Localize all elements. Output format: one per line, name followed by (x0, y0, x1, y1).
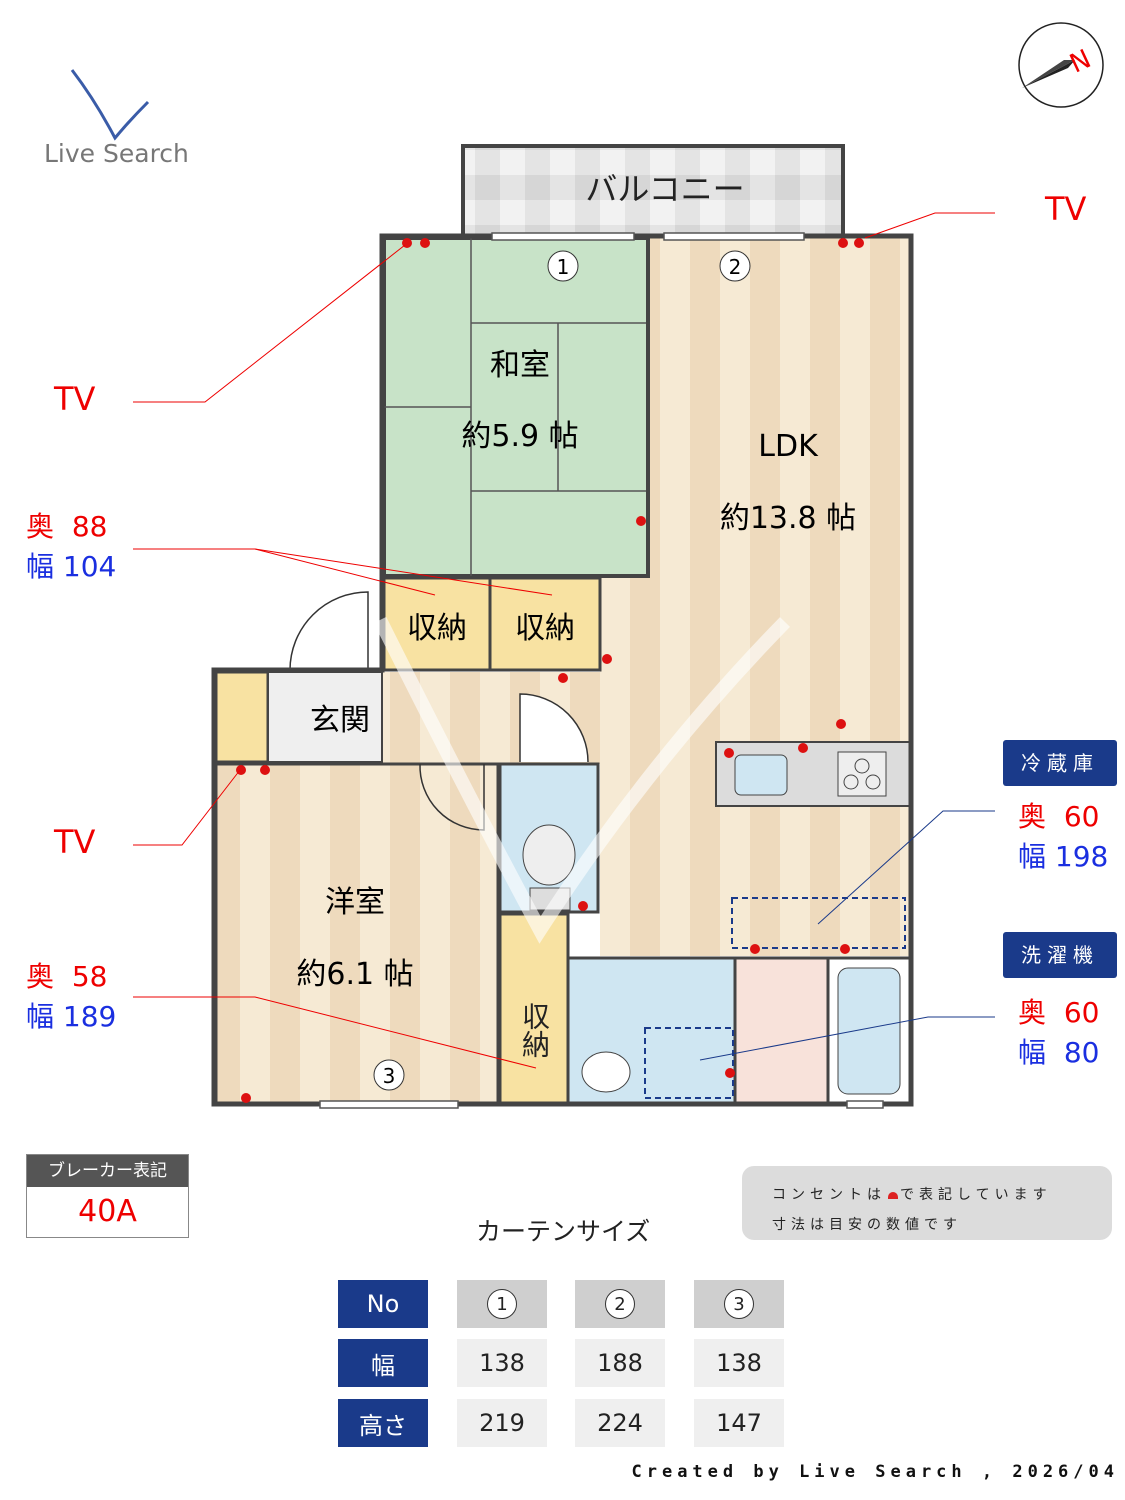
curtain-no-2: 2 (605, 1289, 635, 1319)
depth-value: 60 (1063, 800, 1100, 833)
outlet-icon (888, 1192, 898, 1199)
depth-value: 60 (1063, 996, 1100, 1029)
breaker-title: ブレーカー表記 (27, 1155, 188, 1187)
width-label: 幅 (1018, 840, 1047, 873)
ldk-label: LDK (758, 429, 819, 464)
washer-space (644, 1027, 734, 1099)
curtain-no-3: 3 (724, 1289, 754, 1319)
genkan-label: 玄関 (310, 703, 370, 738)
tv-label-youshitsu: TV (54, 823, 96, 861)
storage-3-label-box: 収納 (500, 975, 568, 1085)
bathtub-icon (837, 967, 901, 1095)
fridge-dims: 奥 60 幅 198 (1018, 795, 1108, 875)
storage-dims: 奥 88 幅 104 (26, 505, 116, 585)
washitsu-size: 約5.9 帖 (461, 419, 578, 454)
youshitsu-label: 洋室 (325, 885, 385, 920)
depth-label: 奥 (1018, 800, 1047, 833)
depth-label: 奥 (26, 510, 55, 543)
header-no: No (338, 1280, 428, 1328)
note-line2: 寸法は目安の数値です (772, 1217, 962, 1233)
fridge-badge: 冷蔵庫 (1003, 740, 1117, 786)
header-width: 幅 (338, 1339, 428, 1387)
note-line1b: で表記しています (900, 1187, 1052, 1203)
curtain-height-1: 219 (457, 1399, 547, 1447)
washer-dims: 奥 60 幅 80 (1018, 991, 1099, 1071)
curtain-title: カーテンサイズ (476, 1217, 651, 1246)
kitchen-sink-icon (734, 754, 788, 796)
curtain-width-2: 188 (575, 1339, 665, 1387)
window-1-label: 1 (557, 255, 570, 279)
entrance-door (289, 591, 369, 671)
outer-wall (211, 233, 914, 1107)
curtain-width-1: 138 (457, 1339, 547, 1387)
depth-value: 58 (71, 960, 108, 993)
storage-3-label: 収納 (518, 1002, 551, 1058)
tv-label-ldk: TV (1045, 190, 1087, 228)
width-label: 幅 (1018, 1036, 1047, 1069)
storage-2-label: 収納 (515, 611, 575, 646)
washitsu-label: 和室 (490, 348, 550, 383)
room3-dims: 奥 58 幅 189 (26, 955, 116, 1035)
tv-label-washitsu: TV (54, 380, 96, 418)
curtain-width-3: 138 (694, 1339, 784, 1387)
depth-value: 88 (71, 510, 108, 543)
width-value: 80 (1063, 1036, 1100, 1069)
balcony (461, 144, 845, 238)
depth-label: 奥 (1018, 996, 1047, 1029)
logo-mark (70, 69, 150, 141)
width-value: 198 (1054, 840, 1109, 873)
storage-1-label: 収納 (407, 611, 467, 646)
fridge-space (731, 897, 906, 949)
ldk-size: 約13.8 帖 (720, 501, 856, 536)
curtain-height-3: 147 (694, 1399, 784, 1447)
storage-2 (488, 576, 602, 672)
width-label: 幅 (26, 1000, 55, 1033)
sink-icon (581, 1051, 631, 1093)
youshitsu-room (214, 762, 500, 1106)
window-markers: 1 2 3 (373, 250, 751, 1091)
window-3-label: 3 (383, 1064, 396, 1088)
width-value: 104 (62, 550, 117, 583)
shoe-closet (214, 670, 270, 764)
note-line1a: コンセントは (772, 1187, 886, 1203)
window-2-label: 2 (729, 255, 742, 279)
balcony-label: バルコニー (585, 170, 744, 208)
width-label: 幅 (26, 550, 55, 583)
youshitsu-size: 約6.1 帖 (296, 957, 413, 992)
windows (319, 232, 884, 1109)
genkan (267, 671, 383, 763)
outlets (236, 238, 864, 1103)
width-value: 189 (62, 1000, 117, 1033)
depth-label: 奥 (26, 960, 55, 993)
notes-box: コンセントはで表記しています 寸法は目安の数値です (742, 1166, 1112, 1240)
breaker-value: 40A (78, 1194, 137, 1229)
compass: N (1018, 22, 1104, 108)
breaker-box: ブレーカー表記 40A (26, 1154, 189, 1238)
watermark-mark (373, 616, 791, 944)
logo-text: Live Search (44, 139, 189, 168)
curtain-no-1: 1 (487, 1289, 517, 1319)
washer-badge: 洗濯機 (1003, 932, 1117, 978)
header-height: 高さ (338, 1399, 428, 1447)
toilet-icon (522, 824, 576, 886)
curtain-height-2: 224 (575, 1399, 665, 1447)
footer-credit: Created by Live Search , 2026/04 (631, 1462, 1119, 1482)
ldk-room (600, 238, 911, 956)
